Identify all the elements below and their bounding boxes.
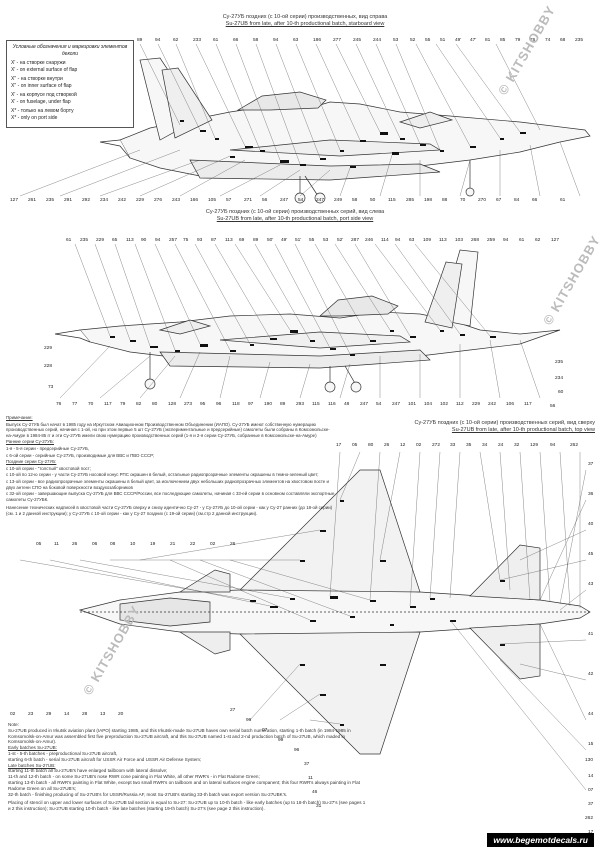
port-view-title: Су-27УБ поздних (с 10-ой серии) производ… bbox=[130, 209, 460, 223]
note-paragraph: Placing of stencil on upper and lower su… bbox=[8, 800, 366, 812]
note-paragraph: starting 6-th batch - serial Su-27UB air… bbox=[8, 756, 202, 762]
note-paragraph: Late batches Su-27UB: bbox=[8, 762, 56, 768]
note-paragraph: 11-th and 12-th batch - on some Su-27UB'… bbox=[8, 774, 260, 780]
legend-item: X* - only on port side bbox=[11, 114, 58, 121]
legend-item: X' - на корпусе под створкой bbox=[11, 92, 77, 98]
legend-item: X* - только на левом борту bbox=[11, 108, 74, 114]
note-paragraph: Early batches Su-27UB: bbox=[8, 745, 58, 751]
top-view bbox=[78, 469, 591, 755]
legend-item: X' - на створке снаружи bbox=[11, 60, 66, 66]
top-view-title: Су-27УБ поздних (с 10-ой серии) производ… bbox=[335, 420, 595, 434]
top-title-en: Su-27UB from late, after 10-th productio… bbox=[451, 427, 595, 433]
note-paragraph: с 10-ой серии - "толстый" хвостовой пост… bbox=[6, 465, 91, 471]
note-paragraph: Нанесение технических надписей в хвостов… bbox=[6, 505, 333, 516]
note-paragraph: Note: bbox=[8, 722, 19, 727]
legend-item: X' - on fuselage, under flap bbox=[11, 98, 71, 105]
starboard-view-title: Су-27УБ поздних (с 10-ой серии) производ… bbox=[140, 14, 470, 28]
note-paragraph: 32-th batch - finishing producing of Su-… bbox=[8, 791, 288, 797]
port-side-view bbox=[54, 249, 561, 393]
legend-box: Условные обозначения и маркировки элемен… bbox=[6, 40, 134, 128]
starboard-title-en: Su-27UB from late, after 10-th productio… bbox=[225, 21, 385, 27]
note-paragraph: с 10-ой по 12-ю серии - у части Су-27УБ … bbox=[6, 472, 319, 478]
legend-heading: Условные обозначения и маркировки элемен… bbox=[12, 44, 128, 57]
starboard-side-view bbox=[99, 57, 591, 204]
starboard-title-ru: Су-27УБ поздних (с 10-ой серии) производ… bbox=[222, 14, 388, 20]
note-paragraph: 1-я - 5-я серии - предсерийные Су-27УБ, bbox=[6, 445, 90, 451]
starboard-leader-lines bbox=[19, 43, 581, 197]
port-title-ru: Су-27УБ поздних (с 10-ой серии) производ… bbox=[205, 209, 385, 215]
port-leader-lines bbox=[59, 243, 541, 399]
note-paragraph: starting 13-th batch - all RWR's paintin… bbox=[8, 779, 360, 791]
note-paragraph: с 13-ой серии - все радиопрозрачные элем… bbox=[6, 478, 329, 490]
note-paragraph: с 32-ой серии - завершающие выпуска Су-2… bbox=[6, 491, 335, 502]
legend-item: X'' - на створке внутри bbox=[11, 76, 63, 82]
notes-english: Note: Su-27UB produced in Irkutsk aviati… bbox=[8, 722, 368, 812]
notes-russian: Примечание: Выпуск Су-27УБ был начат в 1… bbox=[6, 415, 336, 518]
top-leader-lines bbox=[19, 451, 587, 791]
top-title-ru: Су-27УБ поздних (с 10-ой серии) производ… bbox=[414, 420, 595, 426]
legend-item: X' - on external surface of flap bbox=[11, 66, 78, 73]
note-paragraph: Выпуск Су-27УБ был начат в 1985 году на … bbox=[6, 421, 330, 438]
legend-item: X'' - on inner surface of flap bbox=[11, 82, 72, 89]
note-paragraph: с 6-ой серии - серийные Су-27УБ, произво… bbox=[6, 452, 155, 458]
note-paragraph: 1-st - 5-th batches - preproductional Su… bbox=[8, 750, 118, 756]
note-paragraph: Ранние серии Су-27УБ: bbox=[6, 439, 54, 445]
port-title-en: Su-27UB from late, after 10-th productio… bbox=[216, 216, 374, 222]
note-paragraph: starting 11-th batch all Su-27UB's have … bbox=[8, 768, 168, 774]
note-paragraph: Примечание: bbox=[6, 415, 33, 420]
note-paragraph: Поздние серии Су-27УБ: bbox=[6, 459, 57, 465]
site-url-banner[interactable]: www.begemotdecals.ru bbox=[487, 833, 594, 847]
note-paragraph: Su-27UB produced in Irkutsk aviation pla… bbox=[8, 727, 351, 745]
